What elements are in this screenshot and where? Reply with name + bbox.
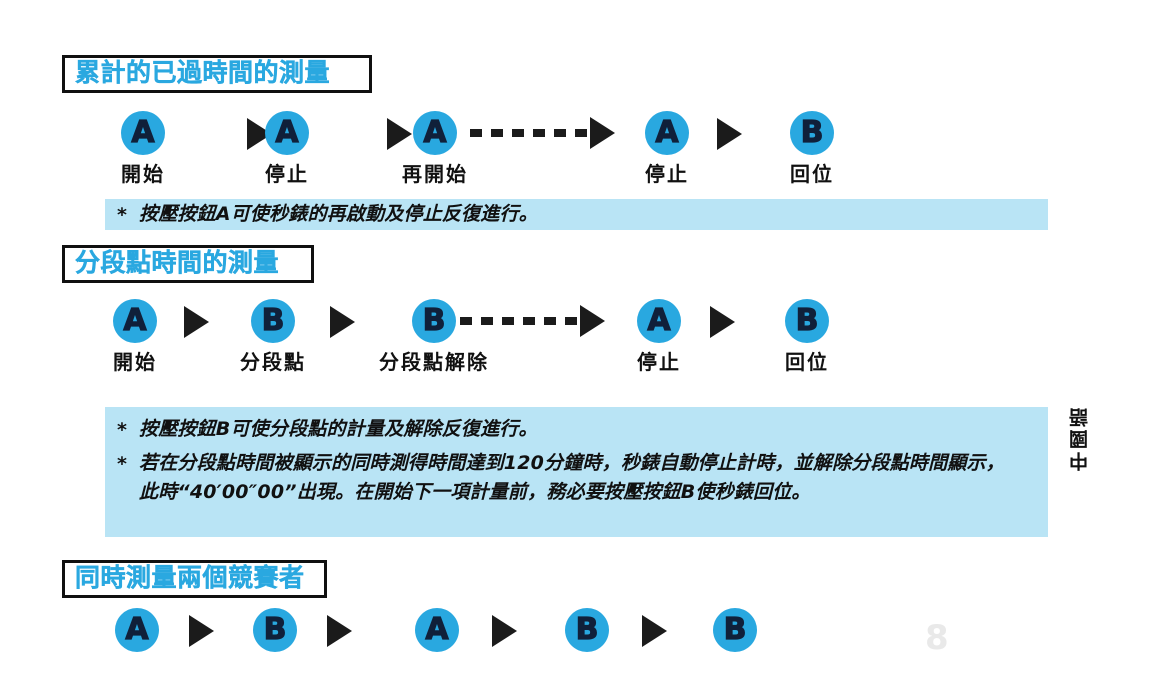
step-2-4[interactable]: A 停止: [624, 299, 694, 374]
arrow-icon: [189, 615, 214, 647]
badge-b: B: [565, 608, 609, 652]
note-text: 按壓按鈕B可使分段點的計量及解除反復進行。: [139, 418, 538, 440]
badge-a: A: [113, 299, 157, 343]
section-heading-1: 累計的已過時間的測量: [62, 55, 372, 93]
language-tab: 中國語: [1069, 405, 1091, 471]
step-label: 分段點解除: [379, 350, 489, 374]
sequence-row-1: A 開始 A 停止 A 再開始 A 停止 B 回位: [62, 111, 882, 189]
step-3-2[interactable]: B: [240, 608, 310, 652]
section-heading-3: 同時測量兩個競賽者: [62, 560, 327, 598]
section-heading-2: 分段點時間的測量: [62, 245, 314, 283]
step-label: 回位: [790, 162, 834, 186]
section-heading-3-text: 同時測量兩個競賽者: [75, 562, 305, 592]
note-bullet: *: [117, 453, 127, 475]
step-label: 開始: [113, 350, 157, 374]
sequence-row-3: A B A B B: [62, 608, 882, 686]
step-label: 分段點: [240, 350, 306, 374]
step-1-3[interactable]: A 再開始: [400, 111, 470, 186]
badge-a: A: [121, 111, 165, 155]
arrow-icon: [330, 306, 355, 338]
dashed-arrow-icon: [460, 305, 610, 337]
note-bullet: *: [117, 204, 127, 226]
step-1-2[interactable]: A 停止: [252, 111, 322, 186]
step-3-5[interactable]: B: [700, 608, 770, 652]
step-1-1[interactable]: A 開始: [108, 111, 178, 186]
step-3-3[interactable]: A: [402, 608, 472, 652]
step-2-5[interactable]: B 回位: [772, 299, 842, 374]
badge-b: B: [713, 608, 757, 652]
note-item: * 按壓按鈕A可使秒錶的再啟動及停止反復進行。: [105, 200, 1048, 230]
step-2-1[interactable]: A 開始: [100, 299, 170, 374]
badge-b: B: [785, 299, 829, 343]
arrow-icon: [184, 306, 209, 338]
step-1-5[interactable]: B 回位: [777, 111, 847, 186]
badge-b: B: [412, 299, 456, 343]
step-1-4[interactable]: A 停止: [632, 111, 702, 186]
step-3-4[interactable]: B: [552, 608, 622, 652]
section-heading-1-text: 累計的已過時間的測量: [75, 57, 331, 87]
badge-a: A: [265, 111, 309, 155]
step-2-2[interactable]: B 分段點: [228, 299, 318, 374]
note-text: 若在分段點時間被顯示的同時測得時間達到120分鐘時，秒錶自動停止計時，並解除分段…: [139, 452, 1005, 503]
badge-b: B: [790, 111, 834, 155]
page-number: 8: [925, 618, 949, 658]
note-panel-1: * 按壓按鈕A可使秒錶的再啟動及停止反復進行。: [105, 199, 1048, 230]
note-item: * 若在分段點時間被顯示的同時測得時間達到120分鐘時，秒錶自動停止計時，並解除…: [105, 449, 1048, 507]
step-2-3[interactable]: B 分段點解除: [377, 299, 491, 374]
step-label: 再開始: [402, 162, 468, 186]
step-label: 開始: [121, 162, 165, 186]
note-panel-2: * 按壓按鈕B可使分段點的計量及解除反復進行。 * 若在分段點時間被顯示的同時測…: [105, 407, 1048, 537]
arrow-icon: [717, 118, 742, 150]
arrow-icon: [387, 118, 412, 150]
arrow-icon: [710, 306, 735, 338]
badge-b: B: [253, 608, 297, 652]
arrow-icon: [642, 615, 667, 647]
section-heading-2-text: 分段點時間的測量: [75, 247, 280, 277]
note-bullet: *: [117, 419, 127, 441]
step-label: 停止: [637, 350, 681, 374]
note-item: * 按壓按鈕B可使分段點的計量及解除反復進行。: [105, 415, 1048, 445]
arrow-icon: [492, 615, 517, 647]
dashed-arrow-icon: [470, 117, 620, 149]
badge-a: A: [115, 608, 159, 652]
step-label: 回位: [785, 350, 829, 374]
step-3-1[interactable]: A: [102, 608, 172, 652]
note-text: 按壓按鈕A可使秒錶的再啟動及停止反復進行。: [139, 203, 538, 225]
step-label: 停止: [265, 162, 309, 186]
badge-b: B: [251, 299, 295, 343]
badge-a: A: [637, 299, 681, 343]
badge-a: A: [413, 111, 457, 155]
badge-a: A: [415, 608, 459, 652]
step-label: 停止: [645, 162, 689, 186]
badge-a: A: [645, 111, 689, 155]
arrow-icon: [327, 615, 352, 647]
sequence-row-2: A 開始 B 分段點 B 分段點解除 A 停止 B 回位: [62, 299, 882, 377]
